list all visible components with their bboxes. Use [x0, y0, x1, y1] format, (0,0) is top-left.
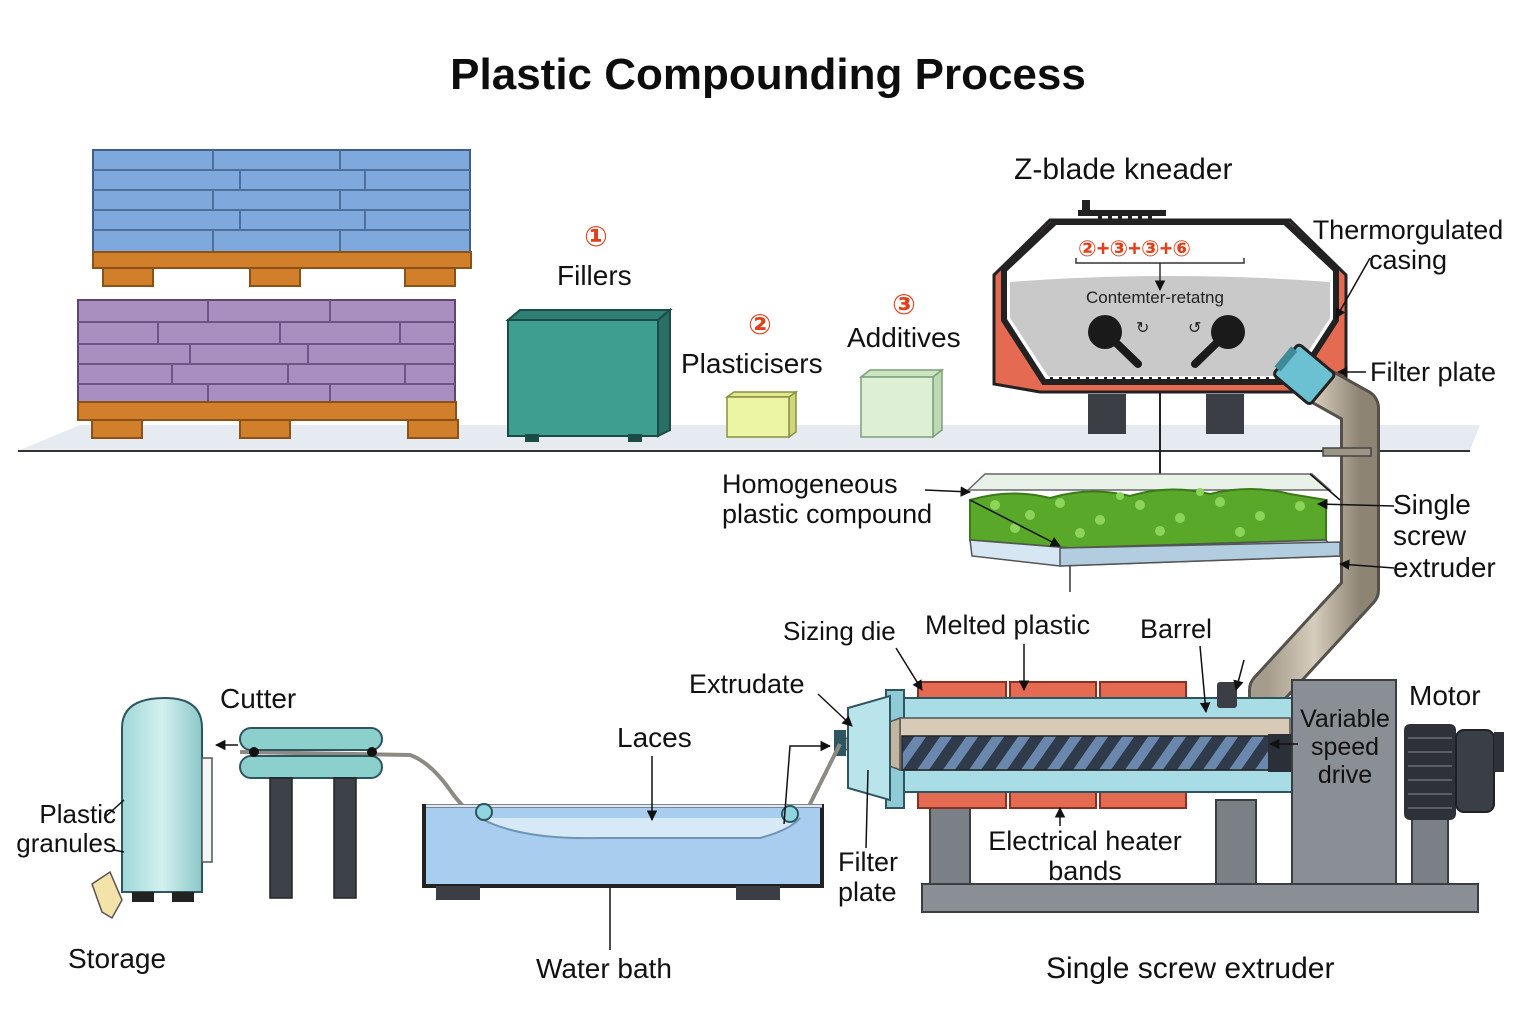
- additive-box: [858, 368, 945, 439]
- vsd-line-3: drive: [1317, 761, 1373, 789]
- compound-label-line-1: Homogeneous: [722, 469, 898, 499]
- granules-line-2: granules: [16, 828, 116, 859]
- motor-label: Motor: [1409, 680, 1481, 711]
- discharge-pipe: [1154, 343, 1380, 710]
- filter-plate-line-1: Filter: [838, 847, 898, 877]
- melted-plastic-label: Melted plastic: [925, 610, 1091, 640]
- vsd-line-1: Variable: [1300, 705, 1390, 733]
- cutter: [239, 727, 383, 899]
- heater-bands: [917, 681, 1187, 809]
- heater-label-line-2: bands: [1048, 856, 1122, 887]
- extruder-barrel: [834, 682, 1301, 809]
- cutter-label: Cutter: [220, 683, 297, 714]
- laces-label: Laces: [617, 722, 692, 753]
- homogeneous-compound-label: Homogeneous plastic compound: [722, 469, 932, 529]
- compound-tray: [966, 473, 1342, 592]
- sizing-die-label: Sizing die: [783, 616, 896, 646]
- step-number-additives: ③: [892, 289, 916, 320]
- step-number-fillers: ①: [584, 221, 608, 252]
- sse-label-line-3: extruder: [1393, 551, 1496, 583]
- z-blade-kneader: [992, 200, 1348, 434]
- purple-material-stack: [77, 299, 459, 439]
- casing-label-line-2: casing: [1368, 245, 1448, 276]
- granules-line-1: Plastic: [39, 799, 116, 829]
- barrel-label: Barrel: [1140, 614, 1213, 644]
- storage-tank: [91, 696, 213, 920]
- additives-label: Additives: [847, 322, 961, 353]
- plasticisers-label: Plasticisers: [681, 348, 823, 379]
- rotation-right-icon: ↺: [1188, 320, 1202, 337]
- heater-bands-label: Electrical heater bands: [970, 826, 1200, 886]
- sse-label-line-1: Single: [1393, 489, 1471, 520]
- vsd-line-2: speed: [1310, 733, 1380, 761]
- extruder-filter-plate-label: Filter plate: [838, 847, 898, 907]
- variable-speed-drive-label: Variable speed drive: [1294, 705, 1396, 789]
- filler-box: [505, 307, 673, 442]
- kneader-filter-plate-label: Filter plate: [1370, 357, 1497, 387]
- plasticiser-box: [724, 390, 799, 439]
- rotation-left-icon: ↻: [1136, 320, 1150, 337]
- storage-label: Storage: [68, 943, 167, 974]
- water-bath-label: Water bath: [536, 953, 672, 984]
- drive-and-motor: [1291, 679, 1504, 885]
- diagram-title: Plastic Compounding Process: [450, 50, 1086, 99]
- extruder-base: [921, 799, 1479, 913]
- sse-label-line-2: screw: [1393, 520, 1467, 552]
- water-bath: [422, 803, 824, 900]
- fillers-label: Fillers: [557, 260, 632, 291]
- thermoregulated-casing-label: Thermorgulated casing: [1298, 215, 1518, 275]
- kneader-title: Z-blade kneader: [1014, 153, 1233, 186]
- kneader-formula: ②+③+③+⑥: [1078, 236, 1192, 261]
- leader-lines: [103, 257, 1395, 950]
- blue-material-stack: [92, 149, 472, 287]
- extruder-caption: Single screw extruder: [1046, 952, 1335, 985]
- filter-plate-line-2: plate: [838, 877, 897, 908]
- heater-label-line-1: Electrical heater: [988, 826, 1182, 856]
- compound-label-line-2: plastic compound: [722, 499, 933, 530]
- kneader-inner-text: Contemter-retatng: [1086, 288, 1224, 307]
- plastic-granules-label: Plastic granules: [6, 799, 116, 859]
- step-number-plasticisers: ②: [748, 309, 772, 340]
- casing-label-line-1: Thermorgulated: [1312, 215, 1504, 245]
- extrudate-label: Extrudate: [689, 669, 805, 699]
- single-screw-extruder-label: Single screw extruder: [1393, 489, 1496, 583]
